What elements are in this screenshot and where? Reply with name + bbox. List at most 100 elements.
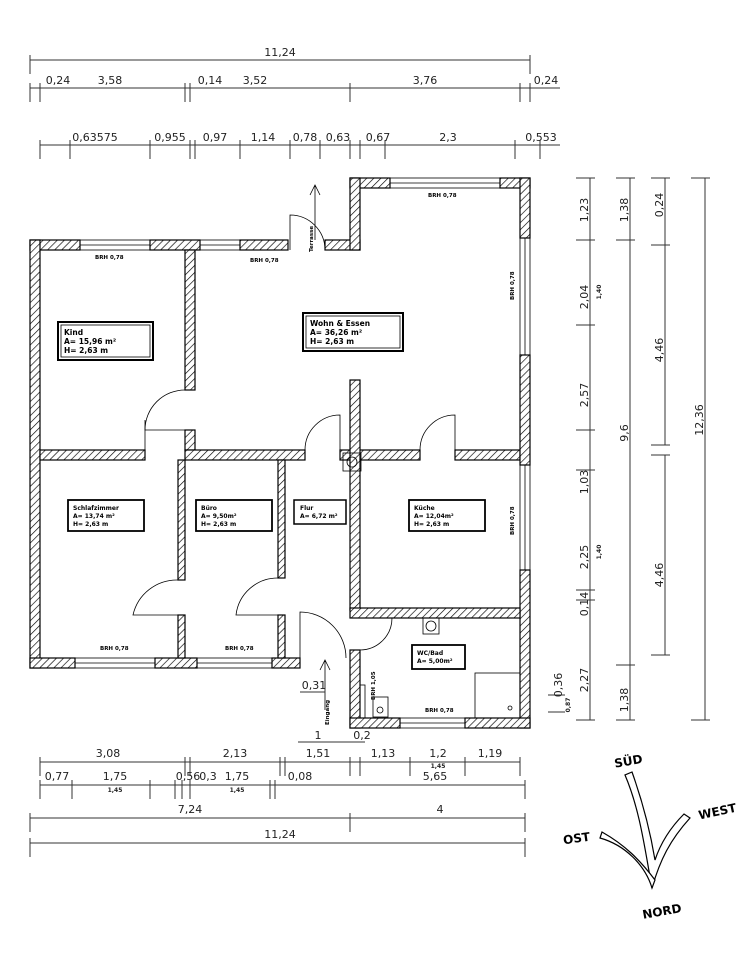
windows xyxy=(74,177,531,729)
dimension-label: 7,24 xyxy=(178,803,203,816)
compass: SÜD WEST OST NORD xyxy=(562,751,738,922)
svg-text:A= 12,04m²: A= 12,04m² xyxy=(414,513,454,520)
dimension-label: 0,3 xyxy=(199,770,217,783)
dimension-label: 1,51 xyxy=(306,747,331,760)
dimension-label: 2,13 xyxy=(223,747,248,760)
svg-text:A= 15,96 m²: A= 15,96 m² xyxy=(64,337,116,346)
dimension-label: 1,38 xyxy=(618,198,631,223)
room-label-wc-bad: WC/Bad A= 5,00m² xyxy=(411,644,466,670)
svg-text:BRH 0,78: BRH 0,78 xyxy=(428,193,457,199)
dimension-label: 2,3 xyxy=(439,131,457,144)
room-label-buero: Büro A= 9,50m² H= 2,63 m xyxy=(195,499,273,532)
dimension-label: 12,36 xyxy=(693,404,706,436)
dimension-label: 2,57 xyxy=(578,383,591,408)
compass-arrow-icon xyxy=(624,771,691,889)
dimension-label: 0,14 xyxy=(198,74,223,87)
room-label-kueche: Küche A= 12,04m² H= 2,63 m xyxy=(408,499,486,532)
dimension-label: 2,25 xyxy=(578,545,591,570)
dimension-label: 0,56 xyxy=(176,770,201,783)
svg-text:Flur: Flur xyxy=(300,505,313,512)
svg-text:A= 9,50m²: A= 9,50m² xyxy=(201,513,237,520)
compass-east: OST xyxy=(562,830,592,848)
dimension-label: 0,24 xyxy=(534,74,559,87)
window-labels: BRH 0,78 BRH 0,78 BRH 0,78 BRH 0,78 BRH … xyxy=(95,193,516,725)
svg-text:BRH 0,78: BRH 0,78 xyxy=(250,258,279,264)
dimension-label: 5,65 xyxy=(423,770,448,783)
svg-text:H= 2,63 m: H= 2,63 m xyxy=(414,521,449,528)
dimension-label: 1,75 xyxy=(103,770,128,783)
svg-text:BRH 1,05: BRH 1,05 xyxy=(371,671,377,700)
room-label-kind: Kind A= 15,96 m² H= 2,63 m xyxy=(57,321,154,361)
svg-text:BRH 0,78: BRH 0,78 xyxy=(510,506,516,535)
dimension-label: 1,19 xyxy=(478,747,503,760)
dimension-label: 1,2 xyxy=(429,747,447,760)
dimension-label: 9,6 xyxy=(618,424,631,442)
dimension-label: 0,08 xyxy=(288,770,313,783)
dimension-label: 1,45 xyxy=(431,763,446,770)
dimension-label: 1,23 xyxy=(578,198,591,223)
terrace-label: Terrasse xyxy=(309,226,315,252)
dimension-label: 2,27 xyxy=(578,668,591,693)
svg-text:Wohn & Essen: Wohn & Essen xyxy=(310,319,370,328)
compass-south: SÜD xyxy=(613,751,644,771)
room-label-flur: Flur A= 6,72 m² xyxy=(293,499,347,525)
dimension-label: 1,38 xyxy=(618,688,631,713)
dimension-label: 1,13 xyxy=(371,747,396,760)
dimension-label: 0,36 xyxy=(552,673,565,698)
dimension-label: 1,14 xyxy=(251,131,276,144)
compass-north: NORD xyxy=(641,901,682,922)
svg-text:BRH 0,78: BRH 0,78 xyxy=(425,708,454,714)
dimension-label: 0,2 xyxy=(353,729,371,742)
svg-text:A= 6,72 m²: A= 6,72 m² xyxy=(300,513,338,520)
walls xyxy=(29,177,531,729)
svg-text:WC/Bad: WC/Bad xyxy=(417,650,443,657)
dimension-label: 1,40 xyxy=(596,285,603,300)
dimension-label: 1,40 xyxy=(596,545,603,560)
compass-west: WEST xyxy=(697,801,738,823)
dimension-label: 0,87 xyxy=(565,698,572,713)
svg-text:A= 5,00m²: A= 5,00m² xyxy=(417,658,453,665)
dimension-label: 11,24 xyxy=(264,46,296,59)
dimension-label: 2,04 xyxy=(578,285,591,310)
dimension-label: 3,76 xyxy=(413,74,438,87)
dimension-label: 0,14 xyxy=(578,592,591,617)
dimension-label: 3,08 xyxy=(96,747,121,760)
svg-text:H= 2,63 m: H= 2,63 m xyxy=(310,337,354,346)
dimension-label: 0,955 xyxy=(154,131,186,144)
dimension-label: 1,03 xyxy=(578,470,591,495)
dimension-label: 1 xyxy=(315,729,322,742)
dimension-label: 0,31 xyxy=(302,679,327,692)
svg-text:H= 2,63 m: H= 2,63 m xyxy=(64,346,108,355)
dimension-label: 1,75 xyxy=(225,770,250,783)
svg-text:H= 2,63 m: H= 2,63 m xyxy=(73,521,108,528)
svg-text:A= 13,74 m²: A= 13,74 m² xyxy=(73,513,115,520)
dimension-label: 0,63575 xyxy=(72,131,118,144)
doors xyxy=(132,184,456,710)
dimension-lines: 11,24 0,24 3,58 0,14 3,52 3,76 0,24 0,63575 0,95… xyxy=(29,46,710,857)
svg-text:Schlafzimmer: Schlafzimmer xyxy=(73,505,119,512)
entrance-label: Eingang xyxy=(325,700,331,725)
dimension-label: 0,63 xyxy=(326,131,351,144)
dimension-label: 0,67 xyxy=(366,131,391,144)
svg-text:BRH 0,78: BRH 0,78 xyxy=(510,271,516,300)
dimension-label: 3,52 xyxy=(243,74,268,87)
dimension-label: 3,58 xyxy=(98,74,123,87)
svg-text:H= 2,63 m: H= 2,63 m xyxy=(201,521,236,528)
room-label-schlafzimmer: Schlafzimmer A= 13,74 m² H= 2,63 m xyxy=(67,499,145,532)
room-label-wohn-essen: Wohn & Essen A= 36,26 m² H= 2,63 m xyxy=(302,312,404,352)
svg-text:Kind: Kind xyxy=(64,328,83,337)
dimension-label: 1,45 xyxy=(108,787,123,794)
svg-text:A= 36,26 m²: A= 36,26 m² xyxy=(310,328,362,337)
dimension-label: 0,97 xyxy=(203,131,228,144)
dimension-label: 0,553 xyxy=(525,131,557,144)
svg-text:Büro: Büro xyxy=(201,505,217,512)
fixtures xyxy=(342,452,521,719)
dimension-label: 0,77 xyxy=(45,770,70,783)
dimension-label: 11,24 xyxy=(264,828,296,841)
svg-text:BRH 0,78: BRH 0,78 xyxy=(225,646,254,652)
dimension-label: 0,24 xyxy=(46,74,71,87)
dimension-label: 1,45 xyxy=(230,787,245,794)
svg-text:BRH 0,78: BRH 0,78 xyxy=(95,255,124,261)
dimension-label: 0,78 xyxy=(293,131,318,144)
